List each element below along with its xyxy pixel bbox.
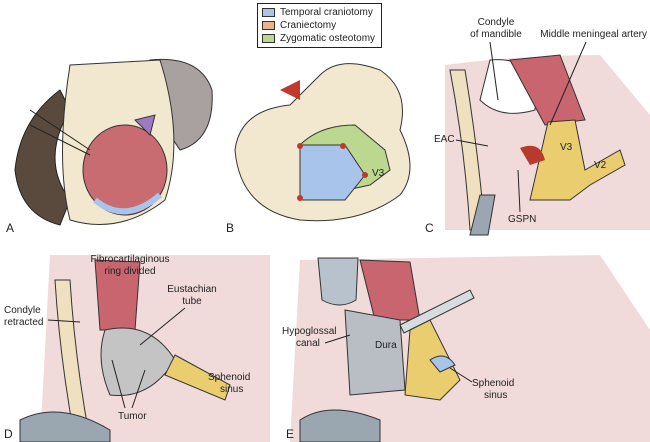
panel-d: Fibrocartilaginous ring divided Condyle …	[4, 254, 270, 442]
label-eac: EAC	[434, 134, 455, 145]
legend-label: Zygomatic osteotomy	[280, 33, 376, 44]
label-fibrocartilaginous: Fibrocartilaginous	[91, 254, 170, 265]
label-tube: tube	[182, 296, 202, 307]
panel-letter-a: A	[6, 221, 14, 235]
label-canal: canal	[296, 338, 320, 349]
swatch-blue	[262, 8, 275, 17]
label-sphenoid: Sphenoid	[472, 378, 514, 389]
legend-label: Temporal craniotomy	[280, 7, 373, 18]
label-sinus: sinus	[220, 384, 243, 395]
label-gspn: GSPN	[508, 214, 536, 225]
label-eustachian: Eustachian	[167, 284, 216, 295]
label-sinus: sinus	[484, 390, 507, 401]
swatch-green	[262, 34, 275, 43]
panel-b: V3 B	[226, 63, 411, 235]
swatch-orange	[262, 21, 275, 30]
label-condyle-line2: of mandible	[470, 29, 522, 40]
legend: Temporal craniotomy Craniectomy Zygomati…	[257, 3, 383, 48]
label-v2: V2	[594, 160, 607, 171]
panel-letter-d: D	[4, 427, 13, 441]
label-condyle: Condyle	[4, 305, 41, 316]
panel-letter-b: B	[226, 221, 234, 235]
label-v3: V3	[372, 168, 385, 179]
label-middle-meningeal-artery: Middle meningeal artery	[540, 29, 647, 40]
legend-item-temporal-craniotomy: Temporal craniotomy	[262, 6, 375, 19]
label-v3: V3	[560, 142, 573, 153]
label-retracted: retracted	[4, 317, 43, 328]
panel-letter-c: C	[425, 221, 434, 235]
legend-label: Craniectomy	[280, 20, 337, 31]
legend-item-craniectomy: Craniectomy	[262, 19, 375, 32]
panel-a: A	[6, 58, 213, 235]
panel-c: Condyle of mandible Middle meningeal art…	[425, 17, 650, 236]
panel-letter-e: E	[286, 427, 294, 441]
label-sphenoid: Sphenoid	[208, 372, 250, 383]
label-condyle: Condyle	[478, 17, 515, 28]
label-tumor: Tumor	[118, 411, 147, 422]
label-ring-divided: ring divided	[104, 266, 155, 277]
panel-e: Hypoglossal canal Dura Sphenoid sinus E	[282, 255, 650, 442]
label-hypoglossal: Hypoglossal	[282, 326, 336, 337]
label-dura: Dura	[375, 340, 397, 351]
legend-item-zygomatic-osteotomy: Zygomatic osteotomy	[262, 32, 375, 45]
